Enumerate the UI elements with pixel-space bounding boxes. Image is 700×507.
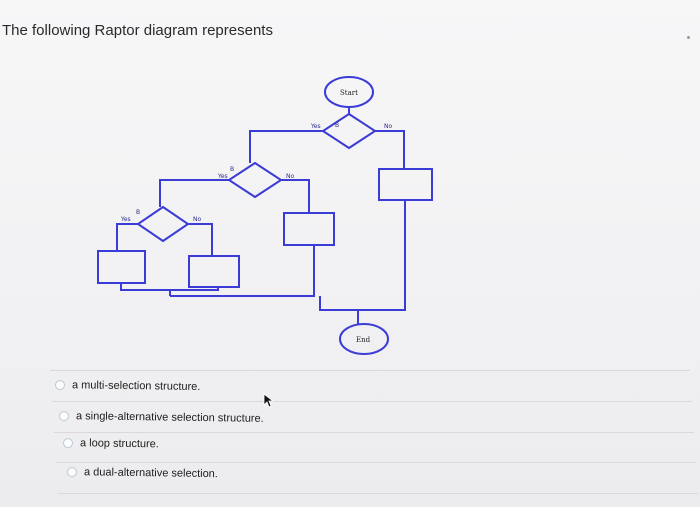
decision-diamond-top [321,112,377,150]
pointer-arrow-icon [263,393,275,408]
question-text: The following Raptor diagram represents [2,22,273,39]
connector [188,223,213,256]
process-box [97,250,146,284]
option-dual-alternative[interactable]: a dual-alternative selection. [66,466,218,481]
false-label: No [286,173,294,180]
false-label: No [193,216,201,223]
decision-glyph: B [335,122,339,129]
decision-diamond-middle [227,161,283,199]
process-box [283,212,335,246]
decision-glyph: B [230,166,234,173]
connector [319,296,359,325]
end-terminal [339,323,389,355]
option-multi-selection[interactable]: a multi-selection structure. [54,379,201,394]
process-box [188,255,240,288]
connector [375,130,405,169]
option-loop[interactable]: a loop structure. [62,437,159,451]
end-label: End [356,336,371,344]
radio-circle-icon[interactable] [66,467,78,478]
connector [281,179,310,213]
option-label: a multi-selection structure. [71,379,201,394]
false-label: No [384,123,392,130]
option-label: a loop structure. [79,437,159,451]
connector [116,223,138,251]
connector [320,200,406,311]
separator [56,462,696,463]
true-label: Yes [217,173,228,180]
option-label: a dual-alternative selection. [83,466,218,481]
connector [249,130,323,163]
start-label: Start [340,89,358,97]
true-label: Yes [120,216,131,223]
separator [50,370,690,371]
separator [52,401,692,402]
decorative-dot [687,36,690,39]
connector [159,179,229,207]
radio-circle-icon[interactable] [58,411,70,422]
decision-glyph: B [136,209,140,216]
decision-diamond-bottom [136,205,190,243]
true-label: Yes [310,123,321,130]
separator [54,432,694,433]
radio-circle-icon[interactable] [54,380,66,391]
process-box [378,168,433,201]
connector [170,245,315,297]
radio-circle-icon[interactable] [62,438,74,449]
separator [58,493,698,494]
